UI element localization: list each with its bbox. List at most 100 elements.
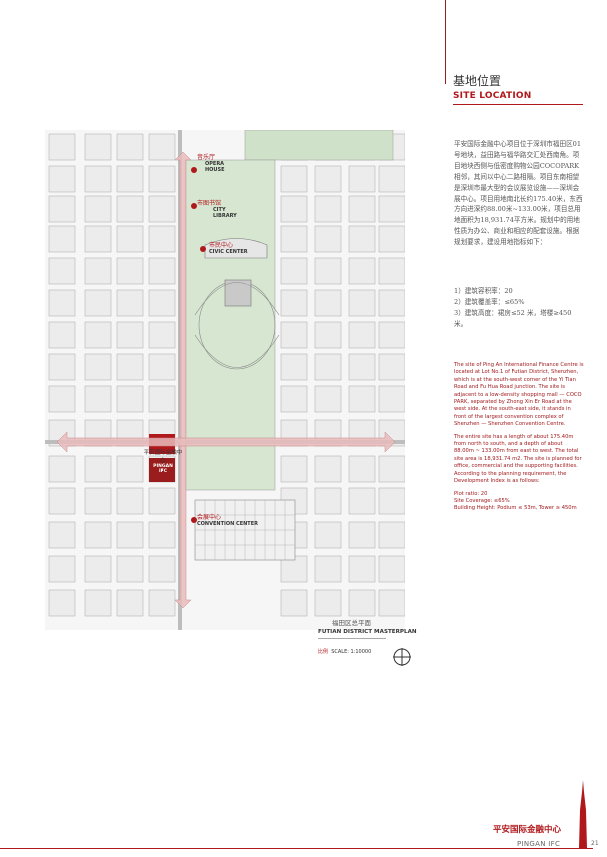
city-block (314, 385, 342, 413)
city-block (314, 225, 342, 253)
city-block (84, 133, 112, 161)
north-south-axis-arrow (174, 151, 192, 609)
description-en-paragraph-2: The entire site has a length of about 17… (454, 433, 582, 485)
city-block (48, 257, 76, 285)
city-block (314, 487, 342, 515)
city-block (378, 165, 405, 193)
city-block (48, 225, 76, 253)
map-caption-rule (318, 638, 386, 639)
axis-arrows (56, 151, 396, 609)
city-block (378, 257, 405, 285)
city-block (116, 555, 144, 583)
city-block (116, 289, 144, 317)
index-en-item: Plot ratio: 20 (454, 490, 488, 497)
city-block (84, 257, 112, 285)
city-block (280, 555, 308, 583)
description-zh: 平安国际金融中心项目位于深圳市福田区01号地块，益田路与福华路交汇处西南角。项目… (454, 140, 583, 247)
city-library-label-zh: 市图书馆 (197, 200, 222, 207)
city-block (314, 165, 342, 193)
city-block (348, 487, 376, 515)
civic-center-label: 市民中心 CIVIC CENTER (209, 240, 248, 255)
city-block (280, 353, 308, 381)
city-block (314, 521, 342, 549)
city-block (148, 133, 176, 161)
city-block (48, 385, 76, 413)
convention-center-marker (191, 517, 197, 523)
city-block (348, 455, 376, 483)
opera-house-label-zh: 音乐厅 (197, 154, 216, 161)
pingan-ifc-label-en2: IFC (158, 469, 168, 474)
footer-brand-en: PINGAN IFC (517, 840, 561, 848)
city-block (84, 165, 112, 193)
city-block (314, 353, 342, 381)
city-block (348, 321, 376, 349)
city-block (378, 289, 405, 317)
city-block (84, 353, 112, 381)
civic-center-building (204, 238, 268, 259)
section-title-en: SITE LOCATION (453, 91, 532, 101)
city-block (378, 195, 405, 223)
city-library-marker (191, 203, 197, 209)
city-block (84, 521, 112, 549)
city-block (148, 385, 176, 413)
city-block (84, 555, 112, 583)
pingan-ifc-label-en1: PINGAN (153, 464, 173, 469)
city-block (348, 289, 376, 317)
city-block (378, 225, 405, 253)
city-blocks (48, 133, 405, 617)
city-block (148, 289, 176, 317)
city-block (378, 589, 405, 617)
city-block (48, 289, 76, 317)
city-block (348, 257, 376, 285)
city-block (348, 225, 376, 253)
city-block (314, 257, 342, 285)
description-en-paragraph-1: The site of Ping An International Financ… (454, 362, 584, 428)
city-block (48, 487, 76, 515)
scale-label-en: SCALE: 1:10000 (331, 649, 372, 655)
city-block (348, 589, 376, 617)
city-block (148, 257, 176, 285)
convention-center-building (194, 499, 296, 561)
city-block (116, 133, 144, 161)
city-block (280, 225, 308, 253)
city-block (378, 555, 405, 583)
civic-center-marker (200, 246, 206, 252)
city-block (148, 521, 176, 549)
city-block (314, 555, 342, 583)
city-block (280, 589, 308, 617)
city-block (84, 289, 112, 317)
scale-label-zh: 比例 (318, 649, 329, 655)
city-block (378, 487, 405, 515)
city-block (84, 225, 112, 253)
city-block (148, 487, 176, 515)
city-block (48, 353, 76, 381)
city-block (280, 455, 308, 483)
north-compass-icon (393, 648, 411, 666)
city-block (280, 289, 308, 317)
east-west-axis-arrow (56, 431, 396, 453)
city-block (314, 289, 342, 317)
city-block (84, 195, 112, 223)
index-en-item: Building Height: Podium ≤ 53m, Tower ≥ 4… (454, 505, 577, 512)
city-block (378, 353, 405, 381)
city-block (84, 321, 112, 349)
index-zh-item: 3）建筑高度：裙房≤52 米，塔楼≥450 米。 (454, 309, 572, 328)
city-block (314, 455, 342, 483)
pingan-ifc-label-zh: 平安国际金融中心 (143, 450, 183, 464)
city-block (116, 225, 144, 253)
city-block (280, 257, 308, 285)
city-block (348, 165, 376, 193)
page-number: 21 (591, 840, 599, 847)
library-en-line2: LIBRARY (213, 213, 237, 219)
footer-rule (0, 848, 593, 849)
city-block (116, 521, 144, 549)
index-en-item: Site Coverage: ≤65% (454, 497, 510, 504)
indices-en-list: Plot ratio: 20 Site Coverage: ≤65% Build… (454, 491, 584, 513)
city-block (348, 195, 376, 223)
civic-center-label-zh: 市民中心 (209, 242, 234, 249)
city-block (116, 385, 144, 413)
